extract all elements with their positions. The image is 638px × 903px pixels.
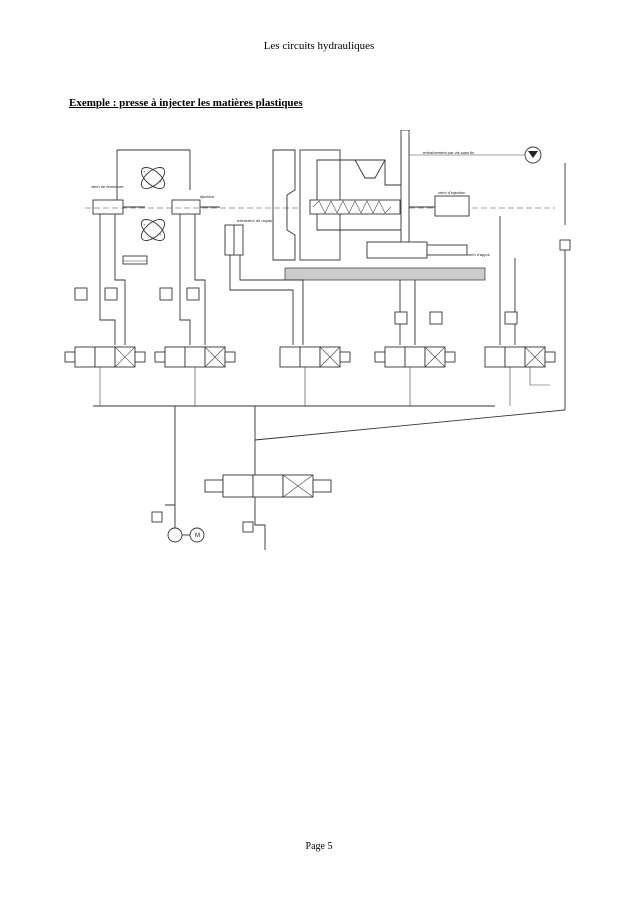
hydraulic-circuit-diagram: + + + + vérin de fermeture éjecteur extrac… [55, 129, 595, 560]
main-valve-and-pump: M [151, 474, 332, 550]
injection-unit: vérin d'injection entraînement par vis s… [272, 129, 542, 261]
motor-label: M [195, 533, 200, 539]
core-extractor-label: extracteur de noyau [237, 218, 272, 223]
valve-2 [154, 346, 236, 368]
ejector-label: éjecteur [200, 194, 215, 199]
screw-drive-label: entraînement par vis sans fin [423, 150, 474, 155]
valve-5 [484, 346, 556, 368]
closing-cylinder: vérin de fermeture [91, 184, 145, 215]
section-title: Exemple : presse à injecter les matières… [69, 97, 303, 109]
directional-valves [64, 346, 556, 406]
support-cylinder-label: vérin d'appui [467, 252, 490, 257]
valve-3 [279, 346, 351, 368]
ejector-cylinder: éjecteur [171, 194, 220, 215]
closing-cylinder-label: vérin de fermeture [91, 184, 124, 189]
check-valves [74, 239, 571, 325]
svg-text:+: + [143, 169, 146, 174]
pipe-network [93, 163, 566, 506]
toggle-mechanism: + + + + [116, 149, 191, 265]
valve-1 [64, 346, 146, 368]
svg-text:+: + [159, 232, 162, 237]
core-extractor: extracteur de noyau [224, 218, 272, 256]
svg-text:+: + [159, 179, 162, 184]
support-cylinder: vérin d'appui [284, 241, 490, 281]
page-number: Page 5 [305, 841, 333, 852]
injection-cylinder-label: vérin d'injection [438, 190, 465, 195]
svg-text:+: + [143, 222, 146, 227]
valve-4 [374, 346, 456, 368]
page-header: Les circuits hydrauliques [263, 40, 375, 52]
